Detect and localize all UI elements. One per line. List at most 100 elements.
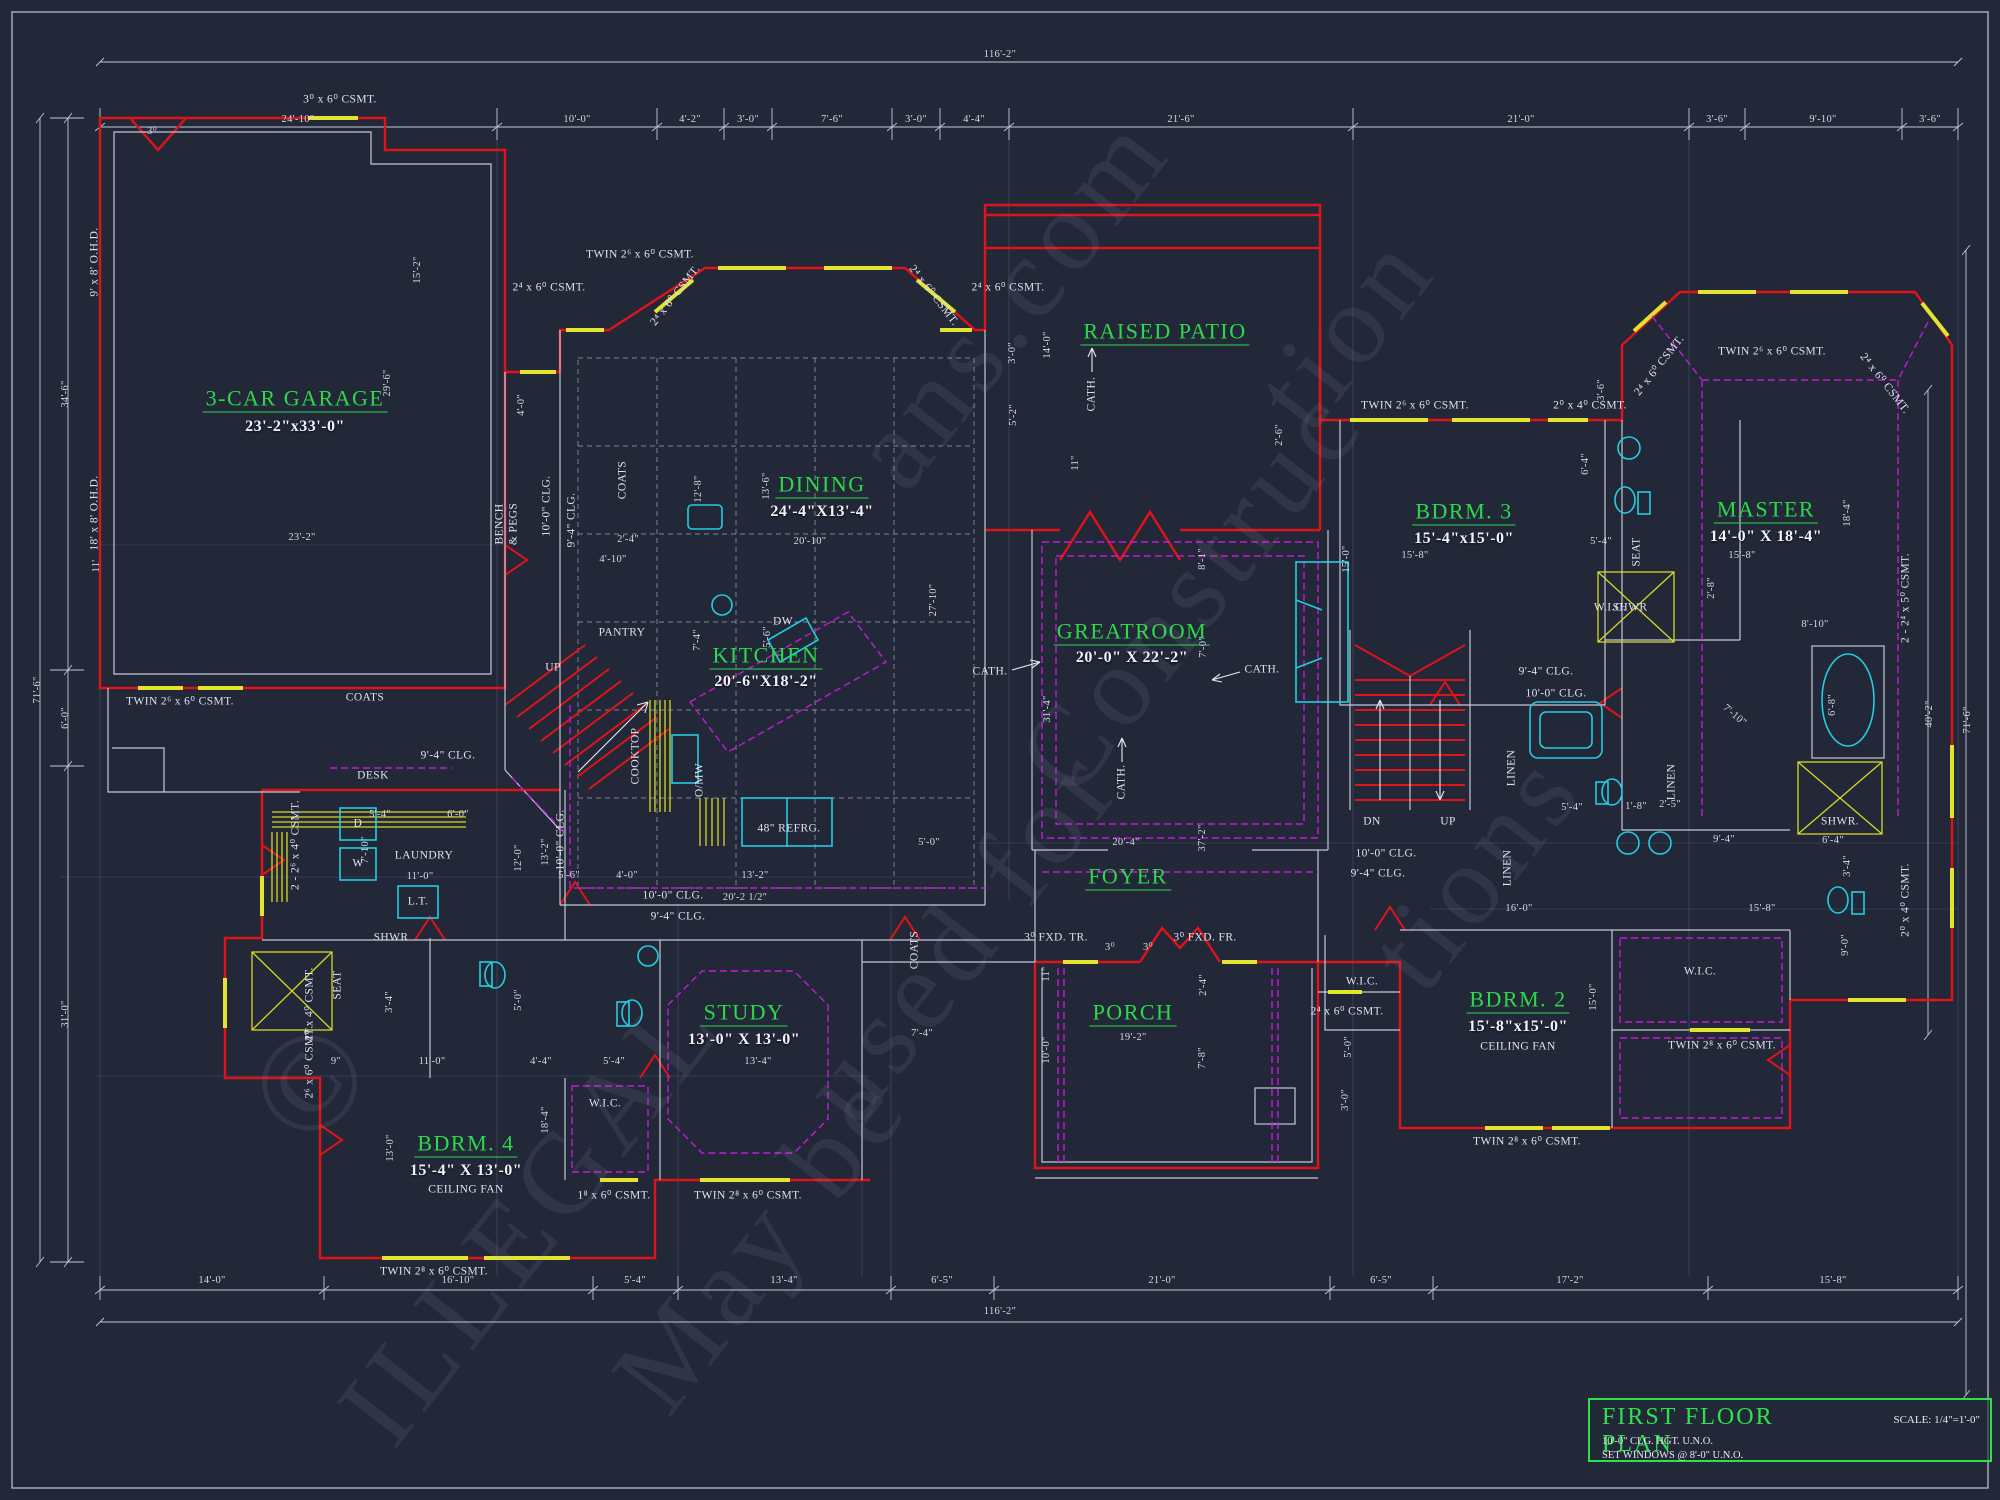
room-label-bdrm3: BDRM. 3 [1412, 500, 1516, 526]
plan-annotation: 10'-0" CLG. [642, 889, 704, 902]
title-block-title: FIRST FLOOR PLAN [1602, 1404, 1990, 1462]
washer [339, 847, 377, 881]
plan-annotation: 6'-8" [1826, 694, 1838, 716]
plan-annotation: 2'-4" [1197, 974, 1209, 996]
plan-annotation: 1'-8" [1625, 800, 1647, 812]
plan-annotation: 9'-4" CLG. [650, 910, 706, 923]
plan-annotation: 5'-4" [624, 1274, 646, 1286]
plan-annotation: TWIN 2⁶ x 6⁰ CSMT. [586, 248, 694, 261]
plan-annotation: 5'-6" [558, 869, 580, 881]
plan-annotation: 15'-4"x15'-0" [1414, 530, 1514, 547]
plan-annotation: 16'-10" [441, 1274, 475, 1286]
plan-annotation: 3⁰ FXD. FR. [1173, 931, 1237, 944]
plan-annotation: CATH. [1244, 663, 1280, 676]
plan-annotation: 11'-0" [418, 1055, 446, 1067]
plan-annotation: SEAT [331, 970, 344, 1000]
greatroom-tray-ceiling [1041, 541, 1319, 839]
plan-annotation: 6'-0" [447, 808, 469, 820]
windows-yellow [138, 116, 1954, 1260]
plan-annotation: 8'-10" [1801, 618, 1829, 630]
plan-annotation: 7'-4" [911, 1027, 933, 1039]
plan-annotation: 9'-4" CLG. [1350, 867, 1406, 880]
plan-annotation: 10'-0" CLG. [540, 475, 553, 537]
room-label-bdrm4: BDRM. 4 [414, 1132, 518, 1158]
plan-annotation: 3'-0" [905, 113, 927, 125]
kitchen-island [688, 611, 888, 753]
interior-walls-gray [107, 131, 1885, 1180]
plan-annotation: W.I.C. [588, 1097, 622, 1110]
plan-annotation: 7'-10" [1720, 702, 1749, 729]
millwork-hatch-yellow [251, 571, 1883, 1031]
vanity-sink [1616, 831, 1640, 855]
plan-annotation: 10'-0" [1040, 1036, 1052, 1064]
plan-annotation: 2⁴ x 6⁰ CSMT. [971, 281, 1045, 294]
plan-annotation: 9" [330, 1055, 342, 1067]
plan-annotation: 5'-0" [512, 989, 524, 1011]
plan-annotation: 12'-0" [512, 844, 524, 872]
plan-annotation: 116'-2" [983, 1305, 1017, 1317]
fixtures-cyan [339, 436, 1875, 1027]
plan-annotation: 3'-0" [737, 113, 759, 125]
plan-annotation: 4'-4" [963, 113, 985, 125]
plan-annotation: 31'-0" [59, 1000, 71, 1028]
plan-annotation: 6'-0" [59, 707, 71, 729]
plan-annotation: 1⁸ x 6⁰ CSMT. [577, 1189, 651, 1202]
plan-annotation: 2⁴ x 6⁰ CSMT. [1857, 351, 1912, 417]
plan-annotation: 10'-0" CLG. [1525, 687, 1587, 700]
plan-annotation: 9'-4" CLG. [420, 749, 476, 762]
plan-annotation: 20'-6"X18'-2" [714, 673, 818, 690]
plan-annotation: DESK [357, 769, 389, 782]
plan-annotation: 3'-4" [1841, 855, 1853, 877]
plan-annotation: W [352, 857, 364, 870]
plan-annotation: 15'-0" [1340, 545, 1352, 573]
plan-annotation: 6'-4" [1579, 453, 1591, 475]
plan-annotation: 16'-0" [1505, 902, 1533, 914]
prep-sink [711, 594, 733, 616]
sheet-border-frame [11, 11, 1989, 1489]
plan-annotation: 11" [1069, 455, 1081, 471]
plan-annotation: O/MW [693, 762, 706, 798]
shower-master-bath [1797, 761, 1883, 835]
plan-annotation: TWIN 2⁶ x 6⁰ CSMT. [126, 695, 234, 708]
plan-annotation: 3'-4" [383, 991, 395, 1013]
plan-annotation: 10'-0" CLG. [554, 809, 567, 871]
plan-annotation: 3⁰ [1104, 941, 1116, 953]
plan-annotation: 9'-4" CLG. [565, 492, 578, 548]
plan-annotation: 3⁰ x 6⁰ CSMT. [303, 93, 377, 106]
plan-annotation: 23'-2" [288, 531, 316, 543]
plan-annotation: 18' x 8' O.H.D. [88, 475, 101, 551]
room-label-master: MASTER [1713, 498, 1819, 524]
sink [1617, 436, 1641, 460]
plan-annotation: 2⁴ x 6⁰ CSMT. [1310, 1005, 1384, 1018]
hall-bath-tub [1529, 701, 1603, 759]
plan-annotation: 116'-2" [983, 48, 1017, 60]
plan-annotation: 15'-8" [1728, 549, 1756, 561]
plan-annotation: 40'-2" [1923, 700, 1935, 728]
plan-annotation: 5'-6" [761, 626, 773, 648]
plan-annotation: 3⁰ [1142, 941, 1154, 953]
plan-annotation: 13'-0" [384, 1134, 396, 1162]
watermark-text: ans.com [825, 89, 1195, 511]
plan-annotation: 2'-4" [617, 533, 639, 545]
room-label-bdrm2: BDRM. 2 [1466, 988, 1570, 1014]
plan-annotation: 12'-8" [692, 475, 704, 503]
plan-annotation: 13'-2" [539, 838, 551, 866]
plan-annotation: 71'-6" [31, 676, 43, 704]
plan-annotation: 17'-2" [1556, 1274, 1584, 1286]
plan-annotation: 11'-0" [406, 870, 434, 882]
plan-annotation: 11' [90, 559, 102, 573]
plan-annotation: 10'-0" CLG. [1355, 847, 1417, 860]
plan-annotation: 15'-8"x15'-0" [1468, 1018, 1568, 1035]
plan-annotation: TWIN 2⁸ x 6⁰ CSMT. [1473, 1135, 1581, 1148]
title-block-note-ceiling: 10'-0" CLG. HGT. U.N.O. [1602, 1436, 1713, 1447]
master-tray-ceiling [1651, 315, 1929, 820]
plan-annotation: 27'-10" [927, 583, 939, 617]
plan-annotation: W.I.C. [1683, 965, 1717, 978]
plan-annotation: 4'-10" [599, 553, 627, 565]
title-block: FIRST FLOOR PLAN SCALE: 1/4"=1'-0" 10'-0… [1588, 1398, 1992, 1462]
plan-annotation: 3'-6" [1595, 379, 1607, 401]
plan-annotation: TWIN 2⁸ x 6⁰ CSMT. [694, 1189, 802, 1202]
plan-annotation: LINEN [1665, 763, 1678, 801]
plan-annotation: 3⁰ [146, 125, 158, 137]
